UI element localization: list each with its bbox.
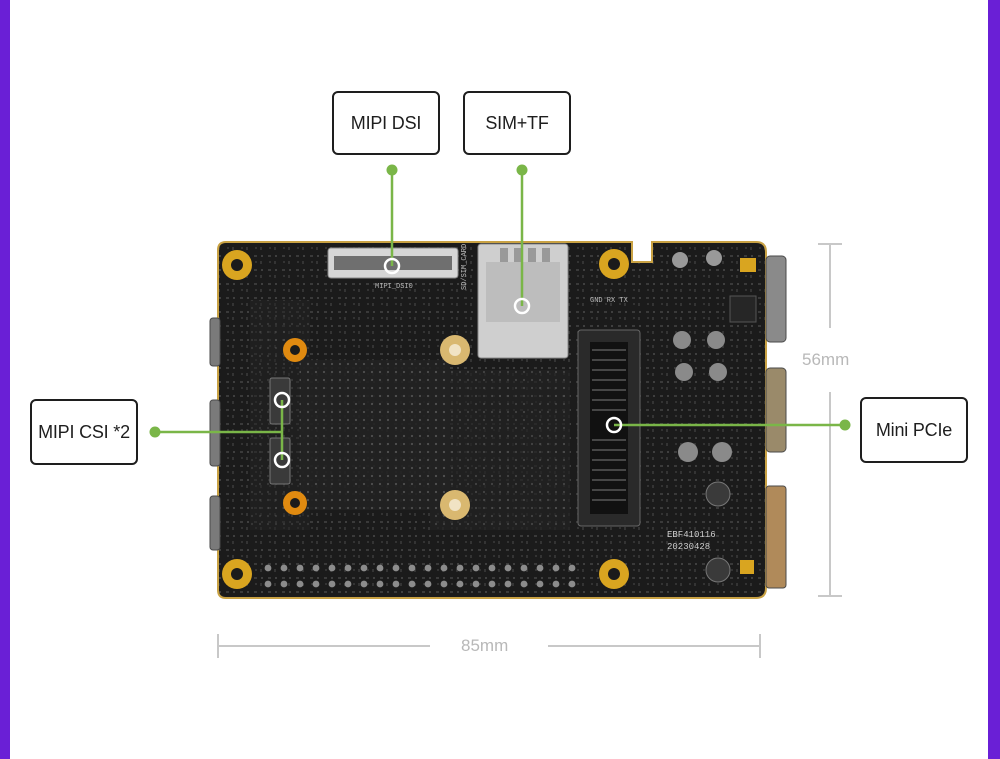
callout-mini-pcie-label: Mini PCIe bbox=[875, 419, 953, 440]
callout-sim-tf-label: SIM+TF bbox=[485, 112, 549, 133]
svg-text:SD/SIM_CARD: SD/SIM_CARD bbox=[461, 244, 469, 290]
svg-text:EBF410116: EBF410116 bbox=[667, 530, 716, 540]
svg-text:MIPI_DSI0: MIPI_DSI0 bbox=[375, 283, 413, 291]
callout-sim-tf: SIM+TF bbox=[463, 91, 571, 155]
callout-mini-pcie: Mini PCIe bbox=[860, 397, 968, 463]
gpio-header bbox=[264, 564, 576, 588]
product-diagram-canvas: MIPI_DSI0 SD/SIM_CARD GND RX TX bbox=[10, 0, 988, 759]
callout-mipi-dsi: MIPI DSI bbox=[332, 91, 440, 155]
height-dimension-line bbox=[818, 243, 842, 597]
mipi-csi-connectors bbox=[269, 377, 291, 485]
right-components bbox=[672, 250, 757, 583]
svg-text:20230428: 20230428 bbox=[667, 542, 710, 552]
svg-text:GND RX TX: GND RX TX bbox=[590, 297, 629, 305]
width-dimension-label: 85mm bbox=[461, 636, 509, 655]
width-dimension-line bbox=[217, 634, 761, 658]
mounting-holes bbox=[222, 249, 629, 589]
pointer-mipi-csi bbox=[155, 400, 284, 460]
callout-mipi-dsi-label: MIPI DSI bbox=[350, 112, 422, 133]
callout-mipi-csi: MIPI CSI *2 bbox=[30, 399, 138, 465]
height-dimension-label: 56mm bbox=[802, 350, 850, 369]
callout-mipi-csi-label: MIPI CSI *2 bbox=[38, 421, 130, 442]
board-diagram: MIPI_DSI0 SD/SIM_CARD GND RX TX bbox=[149, 164, 851, 658]
